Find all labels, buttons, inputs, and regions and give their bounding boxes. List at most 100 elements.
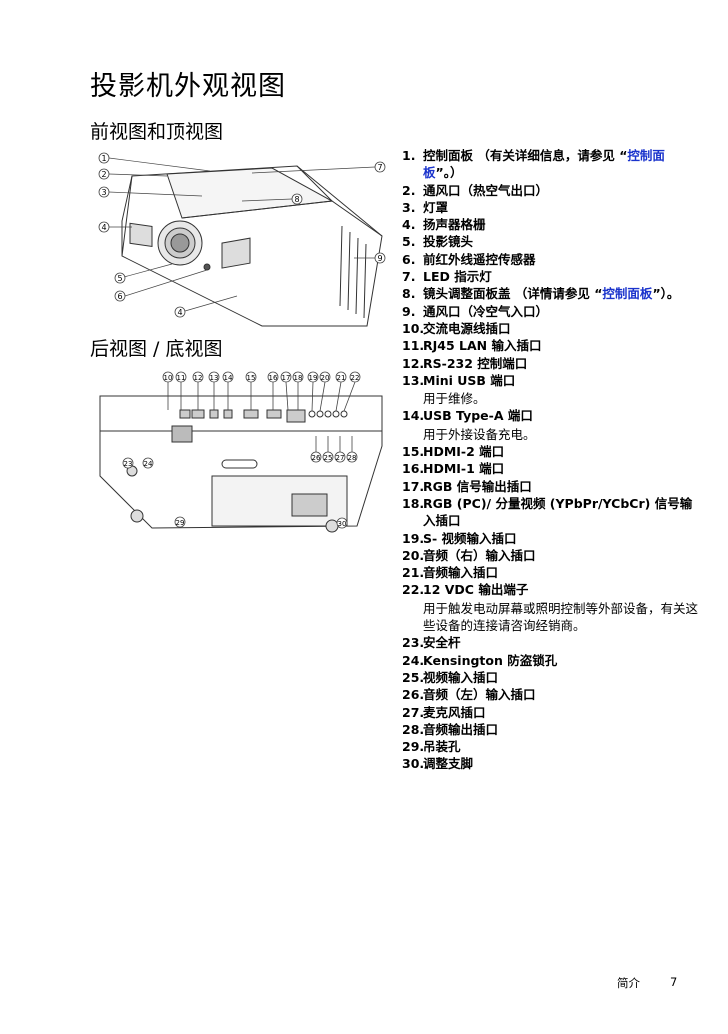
- item-number: 22.: [402, 582, 425, 598]
- callout-label: 5: [117, 274, 122, 283]
- item-label: 安全杆: [423, 635, 461, 651]
- item-number: 24.: [402, 652, 425, 668]
- list-item: 3.灯罩: [402, 199, 702, 216]
- callout-label: 17: [282, 374, 291, 382]
- list-item: 29.吊装孔: [402, 738, 702, 755]
- list-item: 5. 投影镜头: [402, 233, 702, 250]
- front-callouts: 1 2 3 4 5 6 7 8 9 4: [98, 152, 386, 318]
- item-number: 8.: [402, 286, 416, 302]
- list-item: 6. 前红外线遥控传感器: [402, 251, 702, 268]
- item-number: 11.: [402, 338, 425, 354]
- item-label: HDMI-1 端口: [423, 461, 505, 477]
- callout-label: 15: [247, 374, 256, 382]
- item-label: 交流电源线插口: [423, 320, 511, 336]
- callout-label: 19: [309, 374, 318, 382]
- item-label-tail: ”）。: [652, 286, 680, 302]
- list-item: 20.音频（右）输入插口: [402, 547, 702, 564]
- list-item: 16.HDMI-1 端口: [402, 460, 702, 477]
- item-number: 7.: [402, 269, 416, 285]
- list-item: 30.调整支脚: [402, 755, 702, 772]
- rear-callouts-top: 10 11 12 13 14 15 16 17 18 19 20 21 22: [162, 371, 361, 412]
- callout-label: 25: [324, 454, 333, 462]
- item-label: 灯罩: [423, 199, 449, 215]
- callout-label: 1: [101, 154, 106, 163]
- item-label: 前红外线遥控传感器: [423, 251, 536, 267]
- item-number: 4.: [402, 217, 416, 233]
- list-item: 19.S- 视频输入插口: [402, 530, 702, 547]
- item-label: 投影镜头: [423, 234, 474, 250]
- list-item: 10.交流电源线插口: [402, 320, 702, 337]
- callout-label: 12: [194, 374, 203, 382]
- callout-label: 14: [224, 374, 233, 382]
- page-title: 投影机外观视图: [90, 71, 286, 102]
- callout-label: 27: [336, 454, 345, 462]
- callout-label: 24: [144, 460, 153, 468]
- callout-label: 4: [177, 308, 182, 317]
- item-note: 用于外接设备充电。: [423, 426, 536, 442]
- item-label: S- 视频输入插口: [423, 530, 517, 546]
- footer-section-label: 简介: [617, 976, 640, 990]
- callout-label: 6: [117, 292, 122, 301]
- item-note: 用于触发电动屏幕或照明控制等外部设备，有关这些设备的连接请咨询经销商。: [423, 600, 699, 634]
- cross-reference-link[interactable]: 控制面板: [423, 148, 665, 181]
- item-label: LED 指示灯: [423, 269, 492, 285]
- item-label: Mini USB 端口: [423, 372, 516, 388]
- item-number: 28.: [402, 721, 425, 737]
- item-number: 2.: [402, 182, 416, 198]
- callout-label: 11: [177, 374, 186, 382]
- front-top-view-heading: 前视图和顶视图: [90, 121, 224, 143]
- item-label: 音频输出插口: [423, 721, 499, 737]
- list-item: 26.音频（左）输入插口: [402, 686, 702, 703]
- item-label: 视频输入插口: [423, 669, 499, 685]
- item-number: 27.: [402, 704, 425, 720]
- item-number: 5.: [402, 234, 416, 250]
- item-note: 用于维修。: [423, 391, 486, 407]
- callout-label: 10: [164, 374, 173, 382]
- cross-reference-link[interactable]: 控制面板: [602, 286, 653, 302]
- list-item: 9.通风口（冷空气入口）: [402, 303, 702, 320]
- item-number: 12.: [402, 355, 425, 371]
- item-label: 12 VDC 输出端子: [423, 582, 529, 598]
- callout-label: 18: [294, 374, 303, 382]
- list-item: 7. LED 指示灯: [402, 268, 702, 285]
- callout-label: 2: [101, 170, 106, 179]
- item-label: 音频（右）输入插口: [423, 547, 536, 563]
- item-label: 麦克风插口: [423, 704, 486, 720]
- item-number: 29.: [402, 739, 425, 755]
- item-number: 25.: [402, 669, 425, 685]
- item-number: 1.: [402, 148, 416, 163]
- list-item: 4.扬声器格栅: [402, 216, 702, 233]
- list-item: 2.通风口（热空气出口）: [402, 182, 702, 199]
- item-label: 吊装孔: [423, 739, 461, 755]
- item-label: Kensington 防盗锁孔: [423, 652, 558, 668]
- callout-label: 4: [101, 223, 106, 232]
- item-number: 17.: [402, 478, 425, 494]
- list-item: 25.视频输入插口: [402, 669, 702, 686]
- callout-label: 8: [294, 195, 299, 204]
- list-item: 28.音频输出插口: [402, 721, 702, 738]
- item-number: 15.: [402, 444, 425, 460]
- list-item: 27.麦克风插口: [402, 704, 702, 721]
- item-number: 10.: [402, 320, 425, 336]
- list-item: 11.RJ45 LAN 输入插口: [402, 337, 702, 354]
- item-label: 音频（左）输入插口: [423, 687, 536, 703]
- callout-label: 16: [269, 374, 278, 382]
- item-number: 9.: [402, 303, 416, 319]
- item-label: RS-232 控制端口: [423, 355, 528, 371]
- callout-label: 29: [176, 519, 185, 527]
- item-number: 26.: [402, 687, 425, 703]
- item-number: 20.: [402, 547, 425, 563]
- list-item: 23.安全杆: [402, 634, 702, 651]
- item-label: 调整支脚: [423, 756, 474, 772]
- parts-list: 1.控制面板 （有关详细信息，请参见 “控制面板”。）2.通风口（热空气出口）3…: [402, 147, 702, 773]
- item-number: 14.: [402, 408, 425, 424]
- list-item: 24.Kensington 防盗锁孔: [402, 652, 702, 669]
- list-item: 1.控制面板 （有关详细信息，请参见 “控制面板”。）: [402, 147, 702, 182]
- list-item: 14.USB Type-A 端口用于外接设备充电。: [402, 407, 702, 443]
- callout-label: 28: [348, 454, 357, 462]
- item-label: RGB (PC)/ 分量视频 (YPbPr/YCbCr) 信号输入插口: [423, 495, 693, 529]
- list-item: 18.RGB (PC)/ 分量视频 (YPbPr/YCbCr) 信号输入插口: [402, 495, 702, 530]
- callout-label: 9: [377, 254, 382, 263]
- item-number: 6.: [402, 251, 416, 267]
- list-item: 12.RS-232 控制端口: [402, 355, 702, 372]
